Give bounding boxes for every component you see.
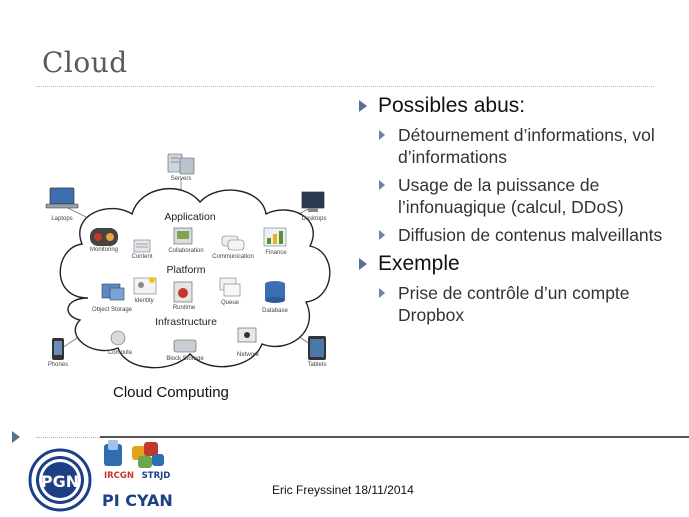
label-block-storage: Block Storage	[166, 356, 204, 362]
sub-bullet-usage: Usage de la puissance de l’infonuagique …	[376, 174, 676, 218]
label-network: Network	[236, 352, 260, 358]
object-storage-icon	[101, 283, 125, 301]
sub-bullet-detournement: Détournement d’informations, vol d’infor…	[376, 124, 676, 168]
bullet-exemple: Exemple	[356, 252, 676, 276]
diagram-caption: Cloud Computing	[113, 384, 229, 401]
sub-bullet-dropbox: Prise de contrôle d’un compte Dropbox	[376, 282, 676, 326]
monitoring-icon	[90, 228, 118, 246]
bullet-text: Exemple	[378, 252, 460, 275]
label-communication: Communication	[212, 254, 254, 260]
label-finance: Finance	[265, 250, 287, 256]
section-infrastructure: Infrastructure	[155, 316, 217, 328]
servers-icon	[167, 153, 195, 175]
label-compute: Compute	[107, 350, 133, 356]
tablet-icon	[308, 336, 326, 360]
footer-author-date: Eric Freyssinet 18/11/2014	[272, 483, 414, 497]
bullet-arrow-icon	[379, 230, 385, 240]
bullet-list: Possibles abus: Détournement d’informati…	[356, 94, 676, 332]
bullet-text: Usage de la puissance de l’infonuagique …	[398, 175, 624, 217]
bullet-arrow-icon	[359, 100, 367, 112]
block-storage-icon	[173, 339, 197, 353]
network-icon	[237, 327, 257, 343]
bullet-possibles-abus: Possibles abus:	[356, 94, 676, 118]
section-application: Application	[164, 211, 216, 223]
cloud-computing-diagram: Servers Laptops Desktops Phones Tablets …	[40, 148, 346, 410]
label-tablets: Tablets	[307, 362, 327, 368]
bullet-text: Prise de contrôle d’un compte Dropbox	[398, 283, 630, 325]
pi-cyan-logo: IRCGN STRJD PI CYAN	[98, 440, 176, 512]
label-phones: Phones	[47, 362, 69, 368]
pgn-logo: PGN	[28, 448, 92, 512]
label-database: Database	[262, 308, 288, 314]
sub-bullet-diffusion: Diffusion de contenus malveillants	[376, 224, 676, 246]
identity-icon	[133, 277, 157, 295]
label-desktops: Desktops	[301, 216, 327, 222]
ircgn-text: IRCGN	[104, 471, 134, 481]
finance-icon	[263, 227, 287, 247]
laptop-icon	[45, 187, 79, 209]
pgn-logo-text: PGN	[41, 472, 79, 491]
database-icon	[265, 281, 285, 303]
slide-title: Cloud	[42, 46, 128, 79]
bullet-arrow-icon	[379, 130, 385, 140]
footer-divider	[100, 436, 689, 438]
label-laptops: Laptops	[51, 216, 73, 222]
footer-arrow-icon	[12, 431, 20, 443]
bullet-arrow-icon	[379, 288, 385, 298]
strjd-text: STRJD	[142, 471, 171, 481]
content-icon	[133, 239, 151, 253]
queue-icon	[219, 277, 241, 297]
pi-cyan-text: PI CYAN	[102, 491, 173, 510]
cloud-shape	[59, 187, 331, 369]
label-queue: Queue	[220, 300, 240, 306]
label-runtime: Runtime	[172, 305, 196, 311]
phone-icon	[52, 338, 64, 360]
title-divider	[36, 86, 654, 87]
bullet-arrow-icon	[379, 180, 385, 190]
bullet-text: Détournement d’informations, vol d’infor…	[398, 125, 655, 167]
collaboration-icon	[173, 227, 193, 245]
desktop-icon	[301, 191, 325, 212]
communication-icon	[221, 235, 245, 251]
pgn-seal-icon: PGN	[28, 448, 92, 512]
section-platform: Platform	[166, 264, 206, 276]
label-content: Content	[131, 254, 153, 260]
label-identity: Identity	[134, 298, 154, 304]
label-object-storage: Object Storage	[91, 307, 133, 313]
label-monitoring: Monitoring	[89, 247, 119, 253]
pi-cyan-graphic: IRCGN STRJD PI CYAN	[100, 440, 173, 510]
runtime-icon	[173, 281, 193, 303]
bullet-text: Possibles abus:	[378, 94, 526, 117]
compute-icon	[110, 330, 126, 346]
label-collaboration: Collaboration	[168, 248, 204, 254]
bullet-arrow-icon	[359, 258, 367, 270]
footer-dotted-divider	[36, 437, 100, 438]
bullet-text: Diffusion de contenus malveillants	[398, 225, 663, 245]
label-servers: Servers	[170, 176, 192, 182]
diagram-graphics	[45, 153, 331, 369]
